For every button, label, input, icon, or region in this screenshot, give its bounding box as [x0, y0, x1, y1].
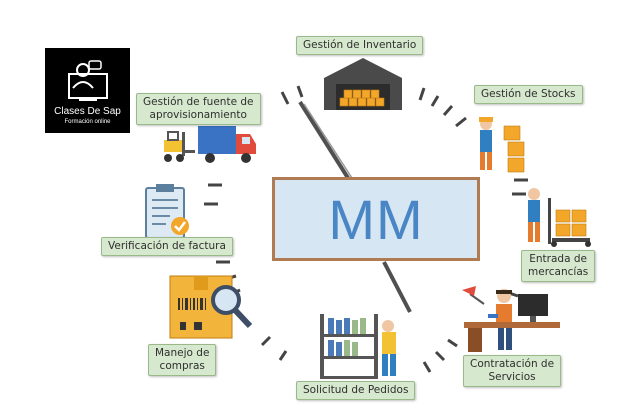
label-solicitud-pedidos: Solicitud de Pedidos: [296, 381, 416, 400]
clipboard-check-icon: [145, 184, 189, 239]
clock-tick: [260, 335, 272, 347]
clock-tick: [296, 85, 304, 98]
shelf-worker-icon: [320, 314, 396, 379]
center-mm-box: MM: [272, 177, 480, 261]
clases-de-sap-logo: Clases De Sap Formación online: [45, 48, 130, 133]
center-mm-text: MM: [328, 187, 424, 251]
clock-tick: [447, 338, 458, 348]
clock-tick: [418, 87, 426, 101]
clock-hand-long: [298, 100, 350, 180]
label-contratacion-servicios: Contratación de Servicios: [463, 355, 562, 387]
truck-forklift-icon: [164, 126, 256, 163]
clock-tick: [422, 361, 432, 373]
clock-tick: [280, 91, 290, 105]
logo-title: Clases De Sap: [54, 106, 121, 117]
forklift-worker-icon: [528, 188, 591, 247]
warehouse-icon: [324, 58, 402, 110]
label-verificacion-factura: Verificación de factura: [101, 237, 233, 256]
clock-tick: [434, 350, 446, 362]
box-magnifier-icon: [169, 275, 253, 339]
clock-hand-shadow: [303, 103, 353, 179]
desk-worker-icon: [462, 286, 560, 352]
teacher-monitor-icon: [68, 60, 108, 101]
clock-tick: [278, 350, 288, 361]
clock-hand-short: [382, 261, 412, 313]
clock-tick: [455, 116, 467, 128]
clock-tick: [442, 105, 454, 116]
label-entrada-mercancias: Entrada de mercancías: [521, 250, 596, 282]
clock-tick: [430, 95, 440, 107]
stock-worker-icon: [479, 117, 525, 173]
logo-subtitle: Formación online: [64, 119, 111, 125]
label-gestion-inventario: Gestión de Inventario: [296, 36, 424, 55]
label-gestion-fuente-aprovisionamiento: Gestión de fuente de aprovisionamiento: [136, 93, 261, 125]
label-manejo-compras: Manejo de compras: [148, 344, 217, 376]
label-gestion-stocks: Gestión de Stocks: [474, 85, 583, 104]
